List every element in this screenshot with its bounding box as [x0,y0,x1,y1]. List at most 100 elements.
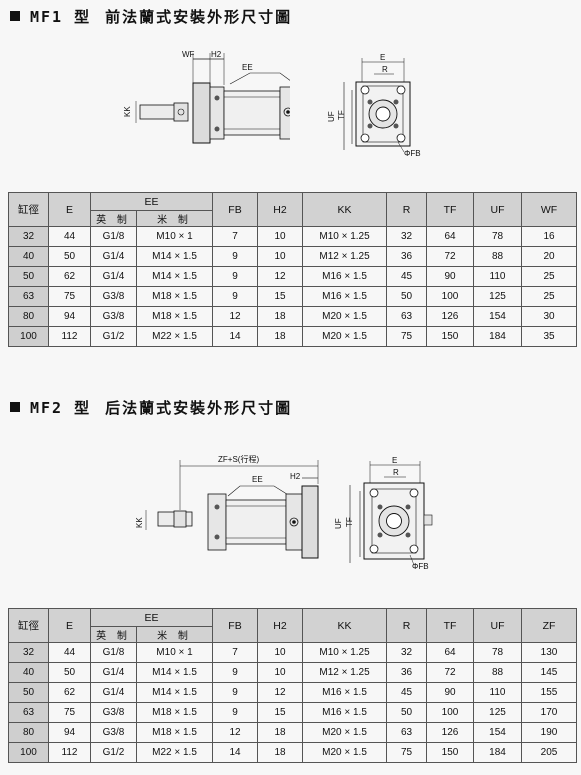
cell-uf: 154 [473,306,523,327]
mf1-kk-label: KK [123,106,132,117]
cell-r: 36 [386,246,428,267]
cell-h2: 18 [257,306,304,327]
header-r: R [386,608,428,643]
mf1-uf-label: UF [327,111,336,122]
cell-ee-imperial: G3/8 [90,702,137,723]
cell-e: 94 [48,306,91,327]
cell-bore: 80 [8,722,49,743]
mf2-dimension-table: 缸徑 E EE FB H2 KK R TF UF ZF 英 制 米 制 32 4… [8,608,578,763]
table-row: 100 112 G1/2 M22 × 1.5 14 18 M20 × 1.5 7… [8,326,578,347]
header-kk: KK [302,192,388,227]
cell-r: 36 [386,662,428,683]
cell-kk: M12 × 1.25 [302,662,388,683]
cell-kk: M20 × 1.5 [302,326,388,347]
cell-tf: 126 [426,306,475,327]
section1-title: 前法蘭式安裝外形尺寸圖 [105,8,293,26]
cell-tf: 126 [426,722,475,743]
cell-tf: 72 [426,662,475,683]
cell-ee-metric: M14 × 1.5 [135,662,214,683]
cell-fb: 9 [212,246,259,267]
mf2-tf-label: TF [345,517,354,527]
cell-zf: 145 [521,662,578,683]
cell-bore: 32 [8,642,49,663]
cell-ee-metric: M18 × 1.5 [135,702,214,723]
cell-e: 112 [48,742,91,763]
cell-ee-imperial: G1/4 [90,246,137,267]
cell-h2: 12 [257,682,304,703]
cell-ee-metric: M14 × 1.5 [135,682,214,703]
table-row: 63 75 G3/8 M18 × 1.5 9 15 M16 × 1.5 50 1… [8,702,578,723]
cell-fb: 14 [212,326,259,347]
cell-fb: 12 [212,722,259,743]
cell-ee-metric: M18 × 1.5 [135,286,214,307]
cell-r: 63 [386,722,428,743]
cell-ee-imperial: G1/8 [90,226,137,247]
cell-e: 44 [48,642,91,663]
mf1-r-label: R [382,65,388,74]
cell-uf: 88 [473,662,523,683]
cell-ee-imperial: G1/2 [90,742,137,763]
section2-heading: MF2 型后法蘭式安裝外形尺寸圖 [10,397,292,418]
header-ee-metric: 米 制 [135,210,214,227]
header-uf: UF [473,192,523,227]
header-h2: H2 [257,608,304,643]
header-uf: UF [473,608,523,643]
header-zf: ZF [521,608,578,643]
cell-tf: 64 [426,642,475,663]
cell-wf: 25 [521,286,578,307]
cell-ee-imperial: G1/8 [90,642,137,663]
cell-h2: 10 [257,226,304,247]
header-tf: TF [426,608,475,643]
cell-ee-metric: M18 × 1.5 [135,306,214,327]
cell-fb: 7 [212,642,259,663]
cell-wf: 35 [521,326,578,347]
table-row: 32 44 G1/8 M10 × 1 7 10 M10 × 1.25 32 64… [8,642,578,663]
cell-uf: 125 [473,702,523,723]
cell-bore: 63 [8,286,49,307]
table-row: 50 62 G1/4 M14 × 1.5 9 12 M16 × 1.5 45 9… [8,266,578,287]
table-row: 80 94 G3/8 M18 × 1.5 12 18 M20 × 1.5 63 … [8,306,578,327]
header-tf: TF [426,192,475,227]
cell-bore: 50 [8,266,49,287]
mf1-e-label: E [380,53,385,62]
mf2-r-label: R [393,468,399,477]
cell-r: 32 [386,642,428,663]
cell-kk: M10 × 1.25 [302,642,388,663]
cell-ee-metric: M10 × 1 [135,642,214,663]
cell-r: 45 [386,266,428,287]
cell-ee-metric: M18 × 1.5 [135,722,214,743]
cell-kk: M20 × 1.5 [302,306,388,327]
header-ee-metric: 米 制 [135,626,214,643]
cell-fb: 12 [212,306,259,327]
cell-uf: 110 [473,682,523,703]
mf2-zf-label: ZF+S(行程) [218,454,259,464]
cell-h2: 18 [257,722,304,743]
mf2-fb-label: ΦFB [412,562,429,571]
table-row: 40 50 G1/4 M14 × 1.5 9 10 M12 × 1.25 36 … [8,662,578,683]
cell-kk: M20 × 1.5 [302,742,388,763]
section2-title: 后法蘭式安裝外形尺寸圖 [105,399,293,417]
cell-uf: 184 [473,742,523,763]
header-fb: FB [212,608,259,643]
cell-ee-imperial: G1/4 [90,266,137,287]
cell-ee-metric: M14 × 1.5 [135,246,214,267]
cell-fb: 9 [212,266,259,287]
cell-wf: 20 [521,246,578,267]
table-row: 80 94 G3/8 M18 × 1.5 12 18 M20 × 1.5 63 … [8,722,578,743]
mf1-h2-label: H2 [211,50,222,59]
mf1-dimension-table: 缸徑 E EE FB H2 KK R TF UF WF 英 制 米 制 32 4… [8,192,578,347]
cell-tf: 100 [426,702,475,723]
cell-kk: M16 × 1.5 [302,702,388,723]
mf2-e-label: E [392,456,397,465]
header-ee-imperial: 英 制 [90,210,137,227]
table-row: 32 44 G1/8 M10 × 1 7 10 M10 × 1.25 32 64… [8,226,578,247]
cell-wf: 30 [521,306,578,327]
mf1-fb-label: ΦFB [404,149,421,158]
cell-fb: 7 [212,226,259,247]
cell-ee-imperial: G1/4 [90,662,137,683]
cell-wf: 25 [521,266,578,287]
section2-model: MF2 型 [30,399,92,417]
mf1-wf-label: WF [182,50,195,59]
cell-h2: 12 [257,266,304,287]
cell-uf: 125 [473,286,523,307]
